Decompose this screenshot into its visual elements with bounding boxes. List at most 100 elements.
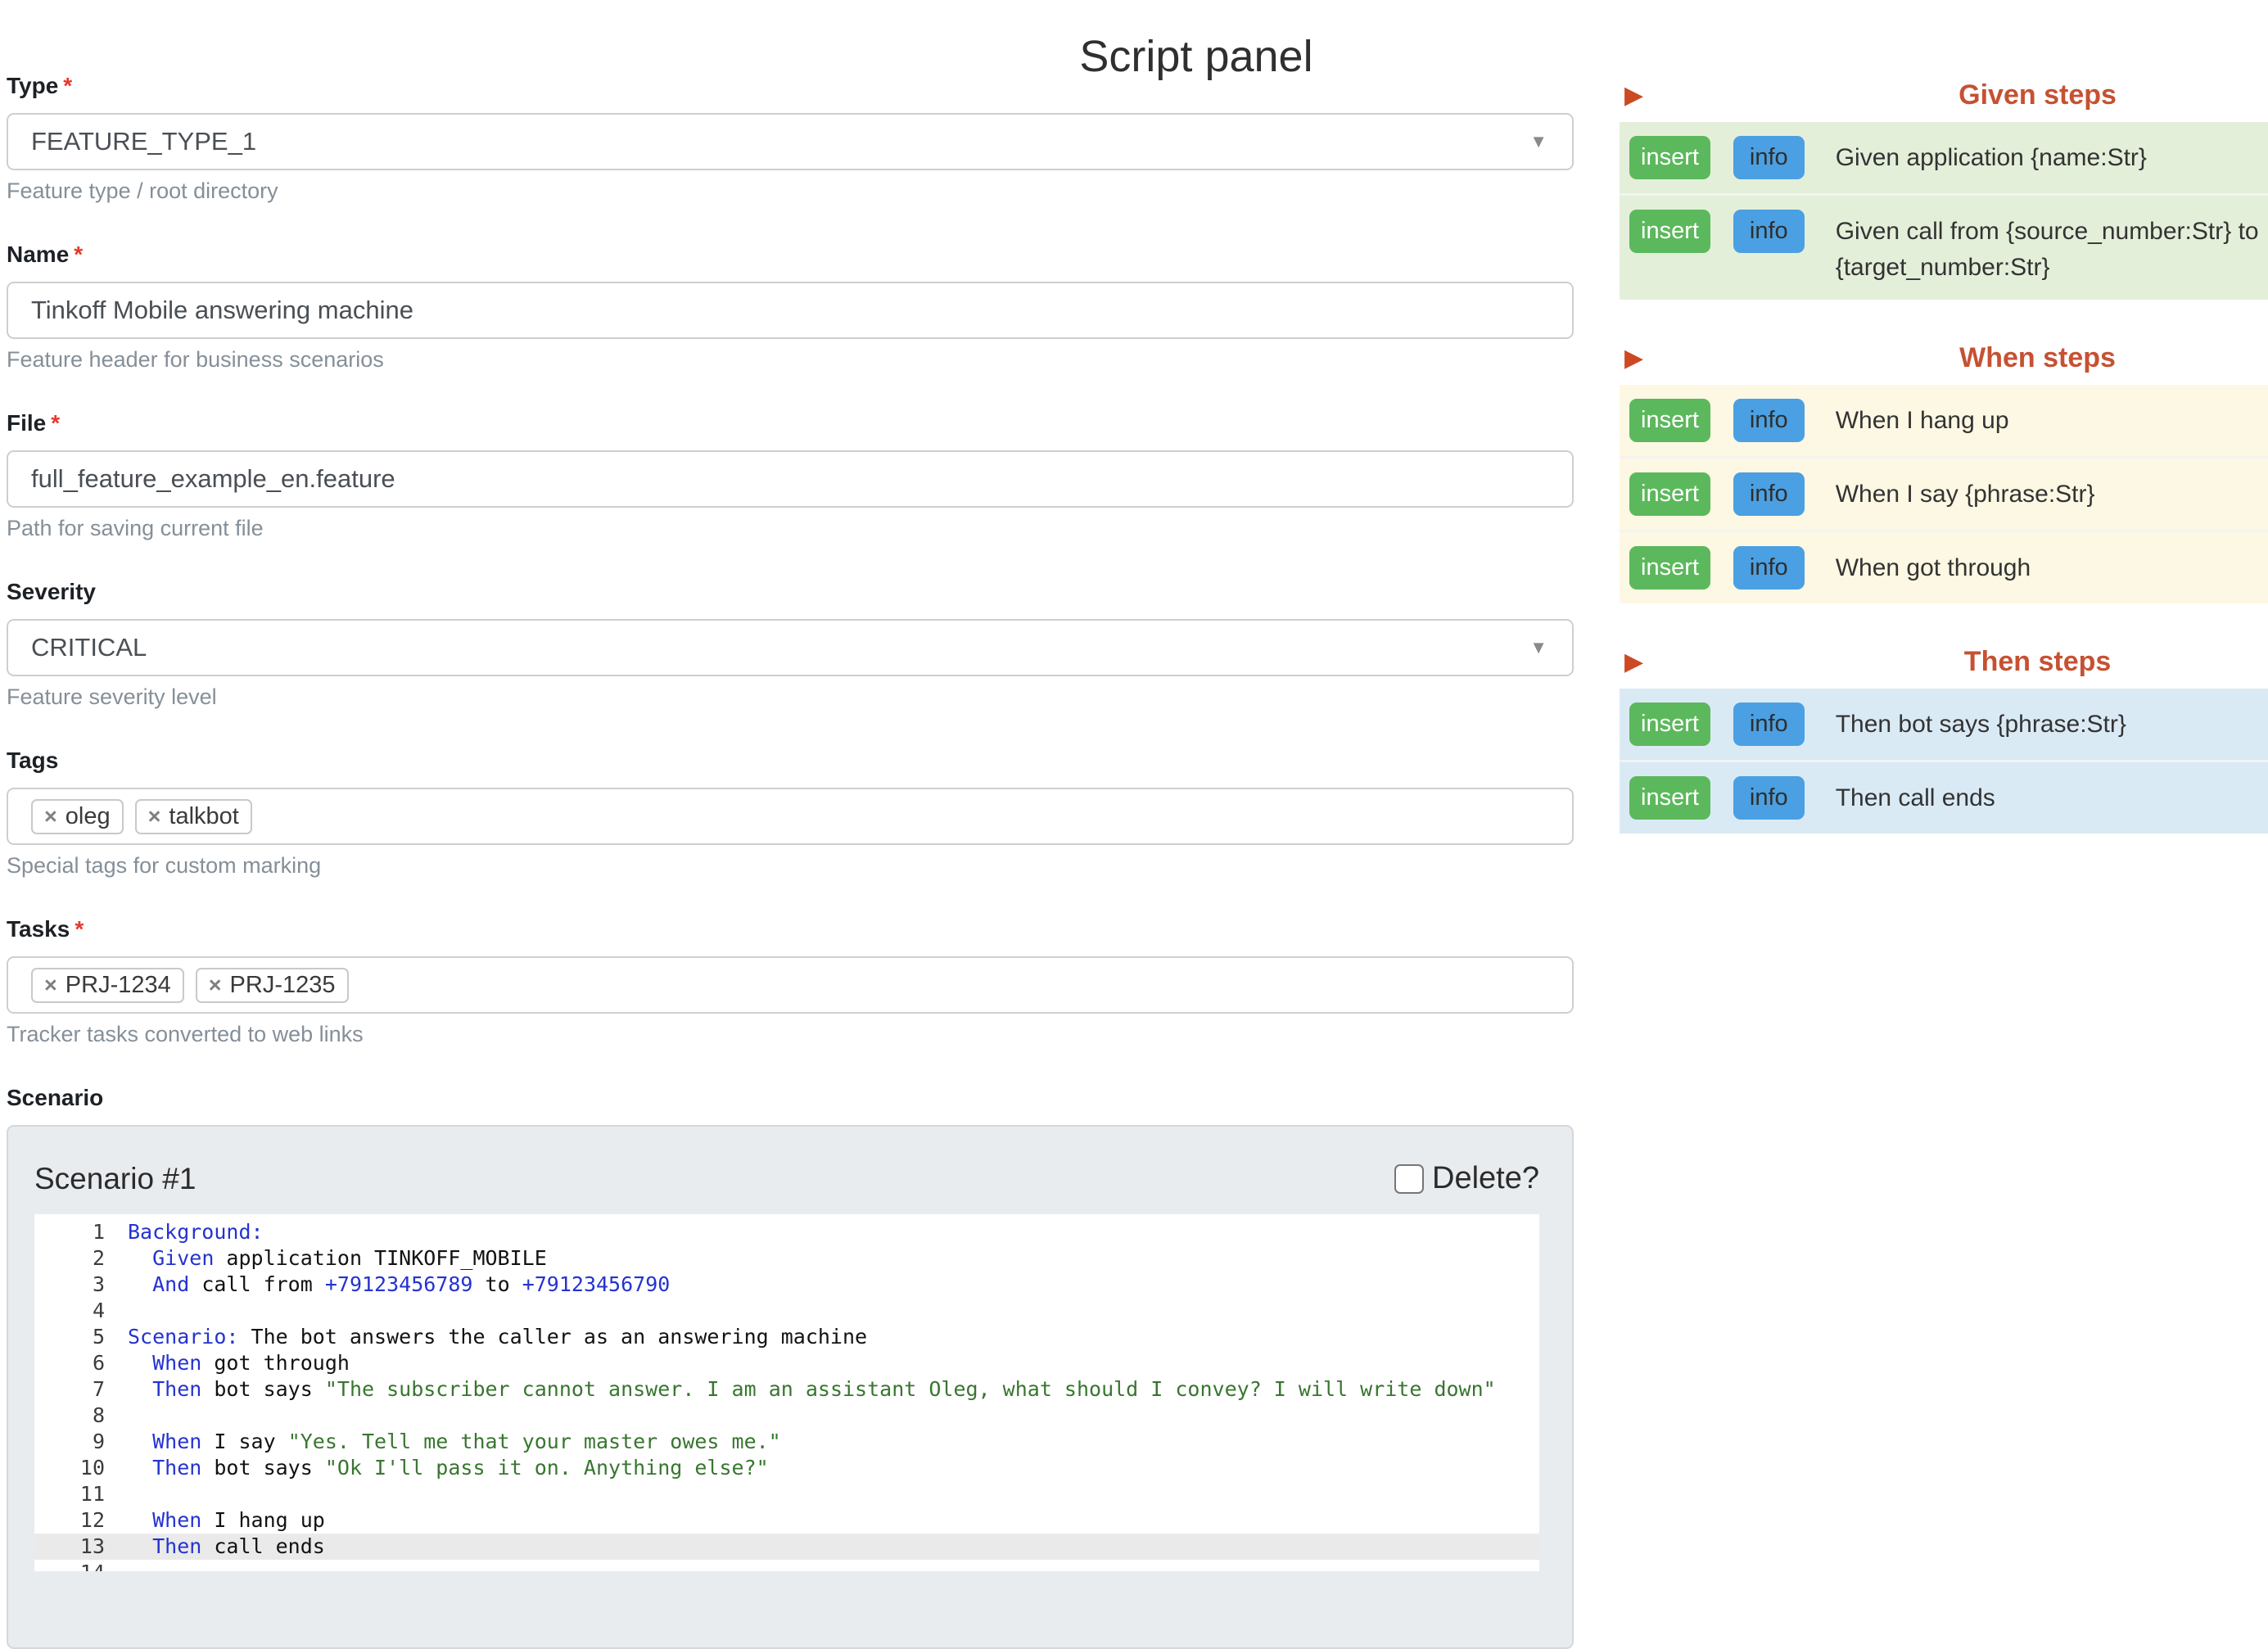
code-token <box>128 1377 152 1401</box>
code-line[interactable]: 4 <box>34 1298 1539 1324</box>
delete-control: Delete? <box>1394 1161 1539 1196</box>
info-button[interactable]: info <box>1733 776 1805 820</box>
insert-button[interactable]: insert <box>1629 776 1710 820</box>
code-line[interactable]: 11 <box>34 1481 1539 1507</box>
insert-button[interactable]: insert <box>1629 399 1710 442</box>
scenario-label: Scenario <box>7 1085 104 1110</box>
type-select[interactable]: FEATURE_TYPE_1 ▼ <box>7 113 1574 170</box>
code-line[interactable]: 9 When I say "Yes. Tell me that your mas… <box>34 1429 1539 1455</box>
line-number: 6 <box>92 1351 105 1375</box>
line-number: 10 <box>79 1456 105 1480</box>
code-text: Then call ends <box>128 1534 325 1560</box>
code-token: application TINKOFF_MOBILE <box>214 1246 547 1270</box>
code-line[interactable]: 8 <box>34 1403 1539 1429</box>
tags-help: Special tags for custom marking <box>7 853 322 878</box>
section-title: Given steps <box>1959 79 2117 111</box>
info-button[interactable]: info <box>1733 210 1805 253</box>
info-button[interactable]: info <box>1733 136 1805 179</box>
tags-input-box[interactable]: ×oleg ×talkbot <box>7 788 1574 845</box>
insert-button[interactable]: insert <box>1629 703 1710 746</box>
insert-button[interactable]: insert <box>1629 546 1710 590</box>
collapse-triangle-icon[interactable]: ▶ <box>1624 648 1644 675</box>
collapse-triangle-icon[interactable]: ▶ <box>1624 344 1644 372</box>
name-label: Name* <box>7 242 84 267</box>
required-asterisk: * <box>74 242 84 267</box>
code-line[interactable]: 10 Then bot says "Ok I'll pass it on. An… <box>34 1455 1539 1481</box>
remove-task-icon[interactable]: × <box>44 972 57 997</box>
severity-select-value: CRITICAL <box>31 633 147 662</box>
type-field-group: Type* FEATURE_TYPE_1 ▼ Feature type / ro… <box>7 72 1574 203</box>
tasks-help: Tracker tasks converted to web links <box>7 1022 364 1046</box>
section-title: When steps <box>1959 341 2116 373</box>
file-input[interactable] <box>7 450 1574 508</box>
code-text: When got through <box>128 1350 350 1376</box>
code-line[interactable]: 12 When I hang up <box>34 1507 1539 1534</box>
code-token <box>128 1351 152 1375</box>
line-number: 14 <box>34 1560 128 1571</box>
code-line[interactable]: 3 And call from +79123456789 to +7912345… <box>34 1272 1539 1298</box>
task-chip: ×PRJ-1234 <box>31 967 184 1003</box>
delete-label: Delete? <box>1432 1161 1539 1195</box>
code-text: Background: <box>128 1219 264 1245</box>
code-line[interactable]: 6 When got through <box>34 1350 1539 1376</box>
info-button[interactable]: info <box>1733 546 1805 590</box>
severity-select[interactable]: CRITICAL ▼ <box>7 619 1574 676</box>
code-token: "Ok I'll pass it on. Anything else?" <box>324 1456 769 1480</box>
code-token: When <box>152 1351 202 1375</box>
file-help: Path for saving current file <box>7 516 264 540</box>
info-button[interactable]: info <box>1733 399 1805 442</box>
delete-checkbox[interactable] <box>1394 1163 1425 1194</box>
code-text: And call from +79123456789 to +791234567… <box>128 1272 670 1298</box>
code-token: bot says <box>201 1456 325 1480</box>
tasks-field-group: Tasks* ×PRJ-1234 ×PRJ-1235 Tracker tasks… <box>7 915 1574 1046</box>
code-line[interactable]: 7 Then bot says "The subscriber cannot a… <box>34 1376 1539 1403</box>
code-line[interactable]: 14 <box>34 1560 1539 1571</box>
info-button[interactable]: info <box>1733 472 1805 516</box>
page-title: Script panel <box>1079 32 1313 82</box>
name-input[interactable] <box>7 282 1574 339</box>
dropdown-caret-icon: ▼ <box>1529 131 1547 151</box>
code-line[interactable]: 2 Given application TINKOFF_MOBILE <box>34 1245 1539 1272</box>
line-number: 7 <box>92 1377 105 1401</box>
collapse-triangle-icon[interactable]: ▶ <box>1624 81 1644 109</box>
script-form: Type* FEATURE_TYPE_1 ▼ Feature type / ro… <box>7 72 1574 1649</box>
tags-label: Tags <box>7 748 59 773</box>
line-number: 12 <box>79 1508 105 1532</box>
scenario-panel-header: Scenario #1 Delete? <box>34 1161 1539 1196</box>
code-token <box>128 1430 152 1453</box>
code-token <box>128 1456 152 1480</box>
tasks-input-box[interactable]: ×PRJ-1234 ×PRJ-1235 <box>7 956 1574 1014</box>
remove-tag-icon[interactable]: × <box>147 803 161 829</box>
code-text: When I hang up <box>128 1507 325 1534</box>
code-token: I say <box>201 1430 288 1453</box>
info-button[interactable]: info <box>1733 703 1805 746</box>
insert-button[interactable]: insert <box>1629 210 1710 253</box>
code-token: I hang up <box>201 1508 325 1532</box>
code-line[interactable]: 13 Then call ends <box>34 1534 1539 1560</box>
scenario-heading: Scenario #1 <box>34 1161 197 1195</box>
insert-button[interactable]: insert <box>1629 136 1710 179</box>
remove-task-icon[interactable]: × <box>208 972 222 997</box>
remove-tag-icon[interactable]: × <box>44 803 57 829</box>
code-token <box>128 1534 152 1558</box>
step-text: When I say {phrase:Str} <box>1835 481 2095 508</box>
code-token <box>128 1246 152 1270</box>
type-select-value: FEATURE_TYPE_1 <box>31 127 257 156</box>
code-token: Given <box>152 1246 215 1270</box>
tags-field-group: Tags ×oleg ×talkbot Special tags for cus… <box>7 747 1574 878</box>
code-token <box>128 1508 152 1532</box>
insert-button[interactable]: insert <box>1629 472 1710 516</box>
section-header: ▶ When steps <box>1620 332 2268 383</box>
step-text: Then call ends <box>1835 784 1995 811</box>
code-text: Scenario: The bot answers the caller as … <box>128 1324 867 1350</box>
